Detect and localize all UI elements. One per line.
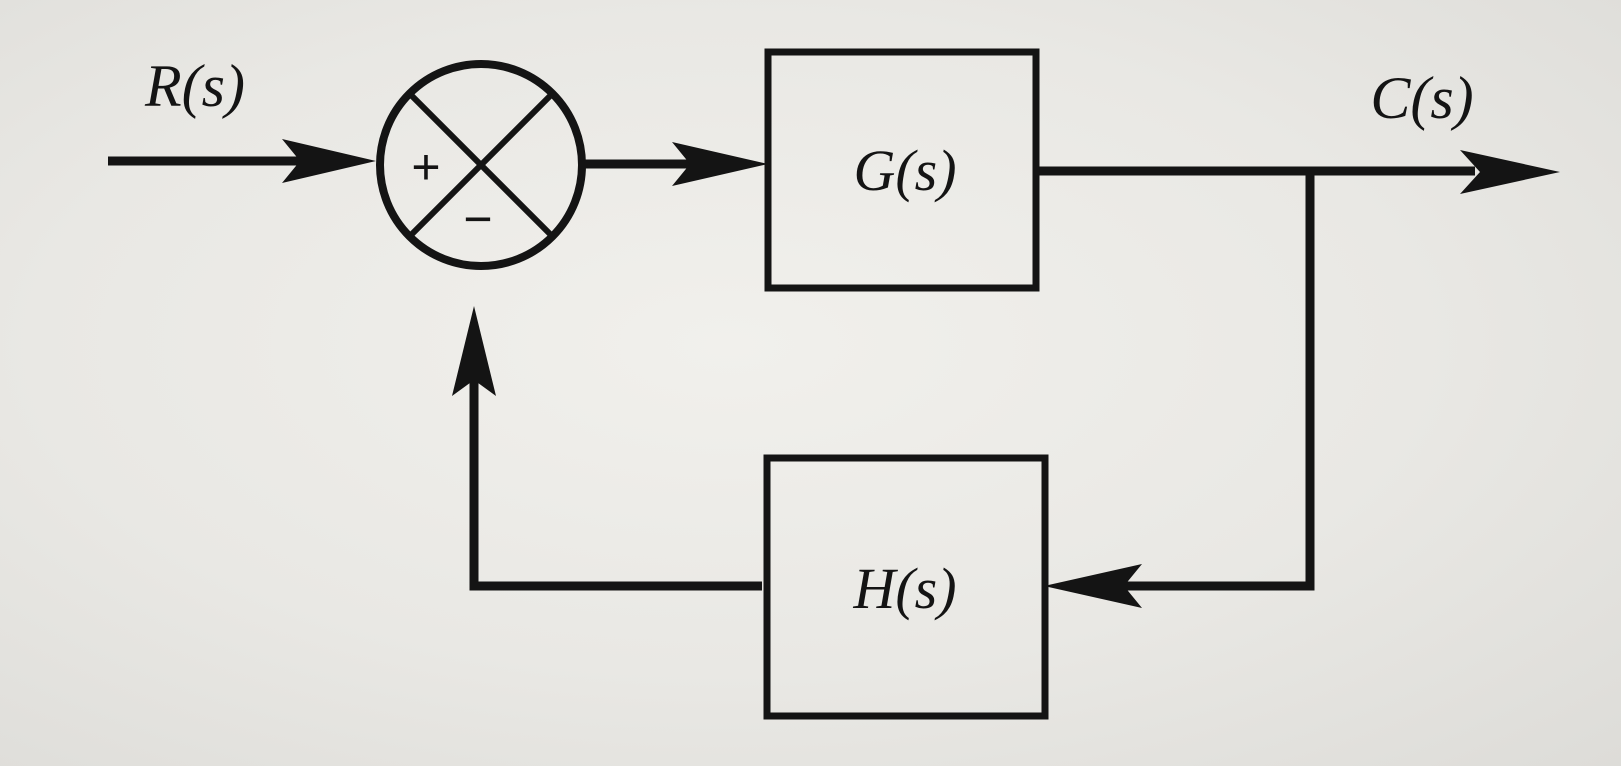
- input-arrowhead: [282, 139, 376, 183]
- junction-minus-sign: −: [463, 191, 492, 247]
- feedback-block: H(s): [763, 454, 1049, 720]
- feedback-arrowhead: [1044, 564, 1142, 608]
- feedback-return-line: [469, 360, 762, 591]
- forward-arrowhead: [672, 142, 768, 186]
- summing-junction: + −: [376, 60, 586, 270]
- output-arrowhead: [1460, 150, 1560, 194]
- junction-plus-sign: +: [411, 139, 440, 195]
- feedback-block-label: H(s): [852, 556, 956, 621]
- input-label: R(s): [144, 53, 245, 119]
- junction-feedback-arrowhead: [452, 306, 496, 396]
- feedback-takeoff-line: [1085, 171, 1315, 591]
- output-label: C(s): [1370, 65, 1473, 131]
- forward-block: G(s): [764, 48, 1040, 292]
- forward-block-label: G(s): [853, 138, 956, 203]
